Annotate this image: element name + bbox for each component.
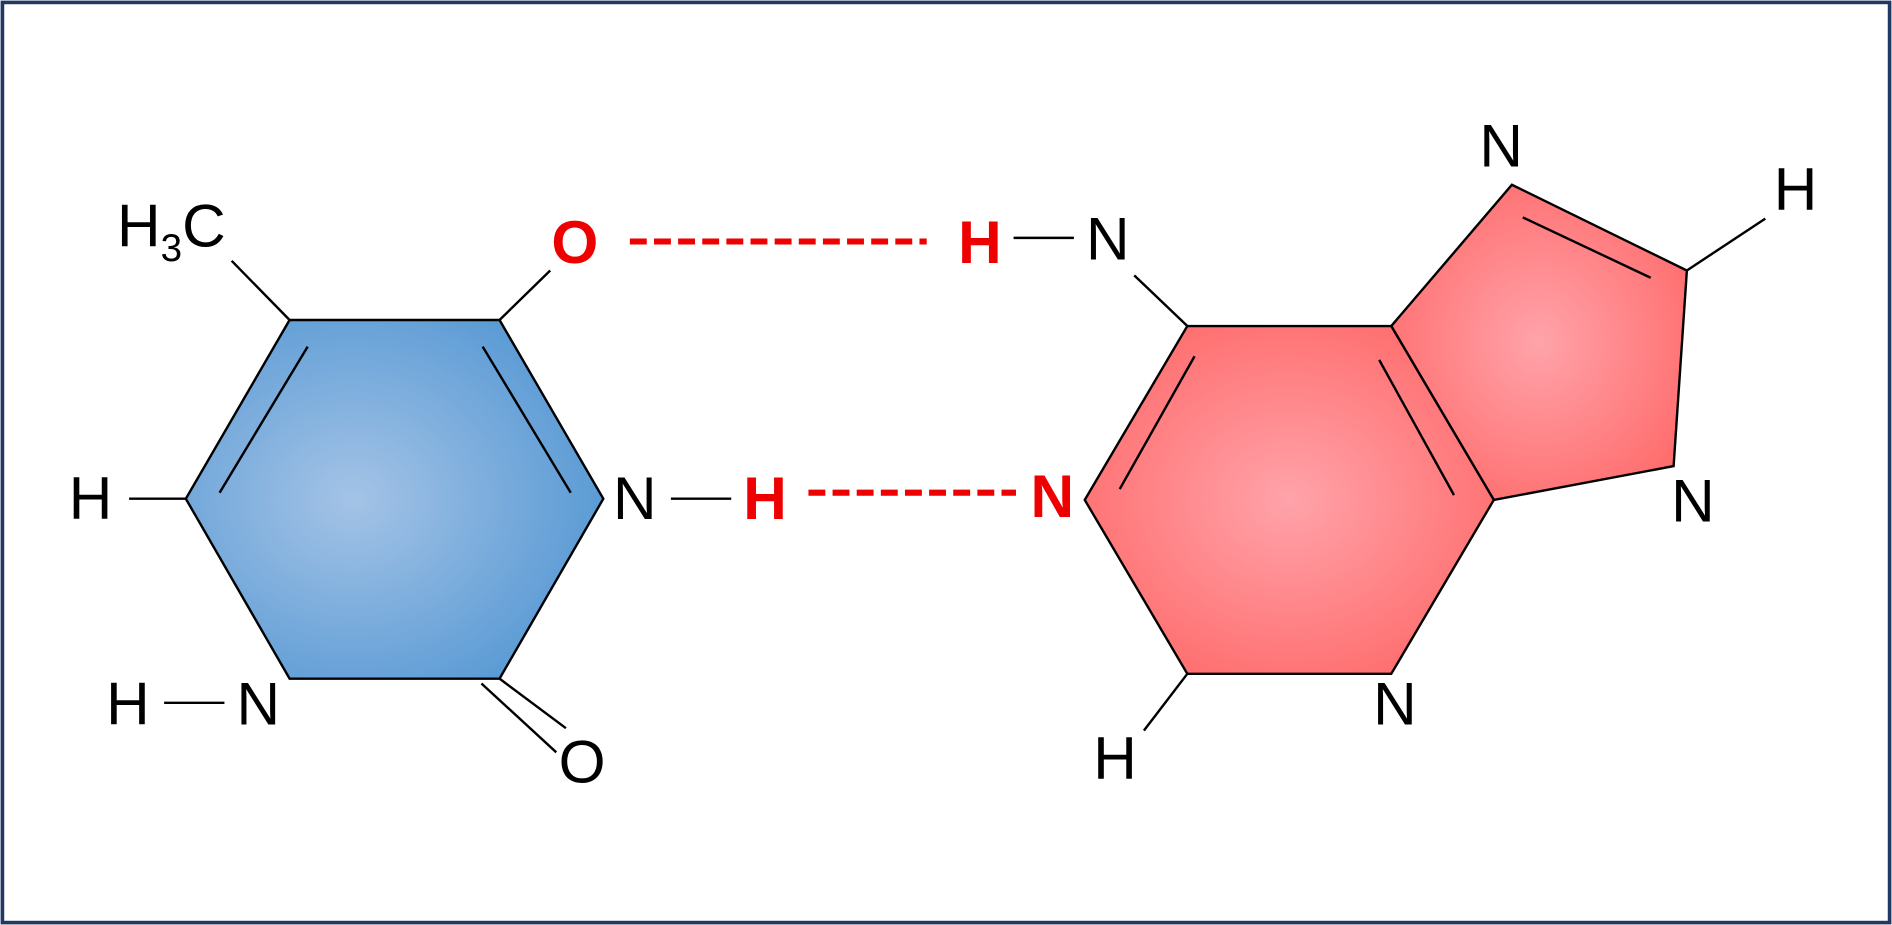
n-right-label: N (613, 464, 657, 532)
o-bottom-label: O (559, 727, 606, 795)
o-acceptor-label: O (551, 208, 598, 276)
n-bottom-label: N (237, 670, 281, 738)
n-right-label-purine: N (1671, 467, 1715, 535)
n-top-label: N (1479, 112, 1523, 180)
methyl-label: H3C (117, 191, 226, 270)
n-amine-label: N (1086, 205, 1130, 273)
h-bottom-label: H (106, 670, 150, 738)
h-top-right-label: H (1774, 155, 1818, 223)
h-donor-label: H (743, 464, 787, 532)
n-acceptor-label: N (1030, 462, 1074, 530)
h-bottom-label-purine: H (1093, 724, 1137, 792)
h-amine-donor-label: H (958, 208, 1002, 276)
h-left-label: H (69, 464, 113, 532)
n-bottom-label-purine: N (1373, 670, 1417, 738)
purine-six-ring (1083, 324, 1496, 676)
